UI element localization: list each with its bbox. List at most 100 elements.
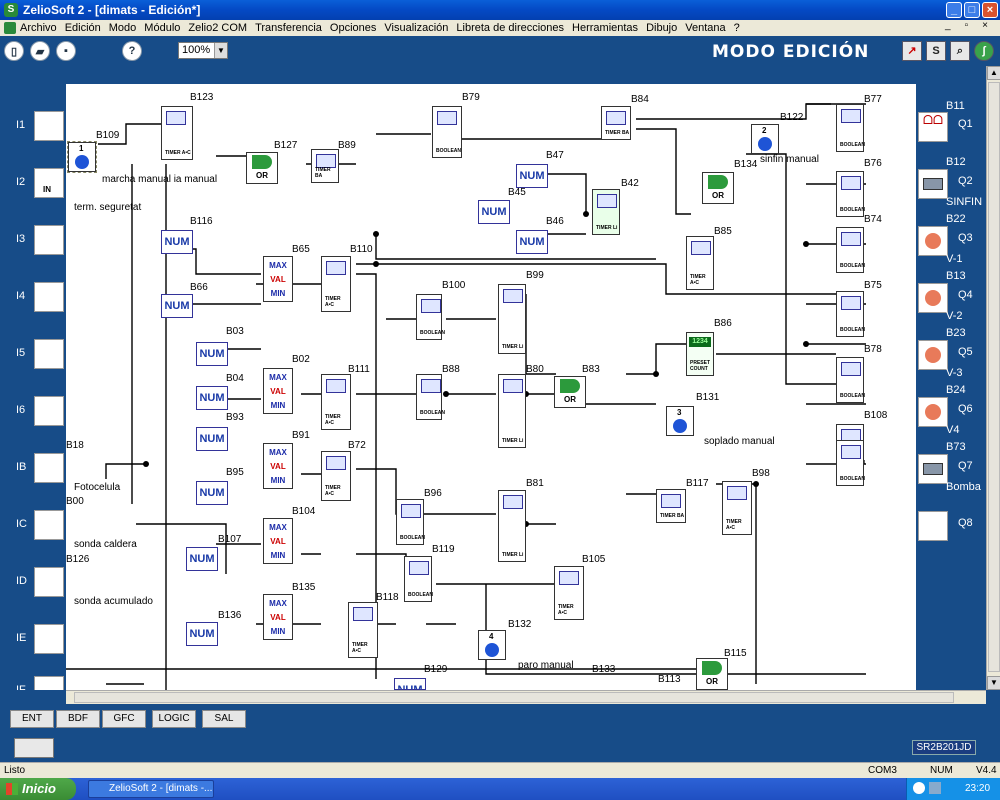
output-slot-q2[interactable] xyxy=(918,169,948,199)
menu-help[interactable]: ? xyxy=(733,22,740,34)
timer-block[interactable]: TIMER A•C xyxy=(161,106,193,160)
or-gate-block[interactable]: OR xyxy=(702,172,734,204)
menu-dibujo[interactable]: Dibujo xyxy=(646,22,678,34)
tab-gfc[interactable]: GFC xyxy=(102,710,146,728)
diagram-canvas[interactable]: TIMER A•C TIMER BA BOOLEAN TIMER BA TIME… xyxy=(66,84,916,690)
num-block[interactable]: NUM xyxy=(186,622,218,646)
input-slot-i5[interactable]: I5 xyxy=(6,339,66,369)
input-box[interactable] xyxy=(34,225,64,255)
num-block[interactable]: NUM xyxy=(516,230,548,254)
menu-libreta[interactable]: Libreta de direcciones xyxy=(456,22,565,34)
input-box[interactable] xyxy=(34,453,64,483)
input-box[interactable] xyxy=(34,676,64,690)
simulation-button[interactable]: S xyxy=(926,41,946,61)
vertical-scrollbar[interactable]: ▲ ▼ xyxy=(986,66,1000,690)
maximize-button[interactable]: □ xyxy=(964,2,980,18)
scroll-thumb[interactable] xyxy=(988,82,1000,672)
boolean-block[interactable]: BOOLEAN xyxy=(432,106,462,158)
output-slot-q7[interactable] xyxy=(918,454,948,484)
boolean-block[interactable]: BOOLEAN xyxy=(396,499,425,545)
timer-block[interactable]: TIMER A•C xyxy=(321,374,351,430)
taskbar-item-zeliosoft[interactable]: ZelioSoft 2 - [dimats -... xyxy=(88,780,214,798)
open-folder-icon[interactable]: ▰ xyxy=(30,41,50,61)
key-block-3[interactable]: 3 xyxy=(666,406,694,436)
num-block[interactable]: NUM xyxy=(196,427,228,451)
num-block[interactable]: NUM xyxy=(196,342,228,366)
output-slot-q8[interactable] xyxy=(918,511,948,541)
boolean-block[interactable]: BOOLEAN xyxy=(416,294,445,340)
timer-block[interactable]: TIMER A•C xyxy=(321,451,351,501)
input-box[interactable] xyxy=(34,510,64,540)
timer-block[interactable]: TIMER Li xyxy=(498,374,526,448)
scroll-down-icon[interactable]: ▼ xyxy=(987,676,1000,690)
menu-visualizacion[interactable]: Visualización xyxy=(384,22,449,34)
help-button[interactable]: ? xyxy=(122,41,142,61)
menu-modo[interactable]: Modo xyxy=(108,22,137,34)
mdi-close-button[interactable]: × xyxy=(982,20,988,31)
timer-block[interactable]: TIMER A•C xyxy=(348,602,378,658)
menu-edicion[interactable]: Edición xyxy=(64,22,101,34)
num-block[interactable]: NUM xyxy=(161,294,193,318)
timer-block[interactable]: TIMER Li xyxy=(498,284,526,354)
boolean-block[interactable]: BOOLEAN xyxy=(836,227,865,273)
input-slot-i3[interactable]: I3 xyxy=(6,225,66,255)
input-box[interactable]: IN xyxy=(34,168,64,198)
timer-block[interactable]: TIMER BA xyxy=(311,149,339,183)
output-slot-q4[interactable] xyxy=(918,283,948,313)
input-box[interactable] xyxy=(34,396,64,426)
timer-block[interactable]: TIMER BA xyxy=(656,489,686,523)
boolean-block[interactable]: BOOLEAN xyxy=(836,104,865,152)
input-slot-ie[interactable]: IE xyxy=(6,624,66,654)
start-button[interactable]: Inicio xyxy=(0,778,76,800)
menu-transferencia[interactable]: Transferencia xyxy=(255,22,322,34)
boolean-block[interactable]: BOOLEAN xyxy=(416,374,445,420)
mdi-restore-button[interactable]: ▫ xyxy=(964,20,969,31)
num-block[interactable]: NUM xyxy=(186,547,218,571)
menu-archivo[interactable]: Archivo xyxy=(20,22,57,34)
input-slot-ic[interactable]: IC xyxy=(6,510,66,540)
zoom-select[interactable]: 100%▼ xyxy=(178,42,228,59)
input-slot-ib[interactable]: IB xyxy=(6,453,66,483)
timer-block[interactable]: TIMER Li xyxy=(498,490,526,562)
module-icon[interactable] xyxy=(14,738,54,758)
save-icon[interactable]: ▪ xyxy=(56,41,76,61)
menu-zelio2com[interactable]: Zelio2 COM xyxy=(188,22,248,34)
boolean-block[interactable]: BOOLEAN xyxy=(836,171,865,217)
num-block[interactable]: NUM xyxy=(394,678,426,690)
input-slot-id[interactable]: ID xyxy=(6,567,66,597)
key-block-1[interactable]: 1 xyxy=(67,141,97,173)
or-gate-block[interactable]: OR xyxy=(246,152,278,184)
timer-block[interactable]: TIMER A•C xyxy=(722,481,752,535)
chart-icon[interactable]: ↗ xyxy=(902,41,922,61)
menu-herramientas[interactable]: Herramientas xyxy=(572,22,639,34)
boolean-block[interactable]: BOOLEAN xyxy=(404,556,433,602)
scroll-up-icon[interactable]: ▲ xyxy=(987,66,1000,80)
boolean-block[interactable]: BOOLEAN xyxy=(836,357,865,403)
menu-opciones[interactable]: Opciones xyxy=(329,22,377,34)
input-slot-i6[interactable]: I6 xyxy=(6,396,66,426)
scroll-thumb[interactable] xyxy=(74,692,954,703)
timer-block[interactable]: TIMER BA xyxy=(601,106,631,140)
tab-logic[interactable]: LOGIC xyxy=(152,710,196,728)
tab-bdf[interactable]: BDF xyxy=(56,710,100,728)
new-file-icon[interactable]: ▯ xyxy=(4,41,24,61)
output-slot-q5[interactable] xyxy=(918,340,948,370)
key-block-4[interactable]: 4 xyxy=(478,630,506,660)
or-gate-block[interactable]: OR xyxy=(554,376,586,408)
input-box[interactable] xyxy=(34,339,64,369)
horizontal-scrollbar[interactable] xyxy=(66,690,986,704)
menu-modulo[interactable]: Módulo xyxy=(144,22,181,34)
num-block[interactable]: NUM xyxy=(196,481,228,505)
tray-icon[interactable] xyxy=(913,782,925,794)
zoom-search-icon[interactable]: ⌕ xyxy=(950,41,970,61)
input-slot-i4[interactable]: I4 xyxy=(6,282,66,312)
boolean-block[interactable]: BOOLEAN xyxy=(836,440,865,486)
mdi-minimize-button[interactable]: _ xyxy=(945,20,951,31)
timer-block[interactable]: TIMER A•C xyxy=(686,236,714,290)
or-gate-block[interactable]: OR xyxy=(696,658,728,690)
